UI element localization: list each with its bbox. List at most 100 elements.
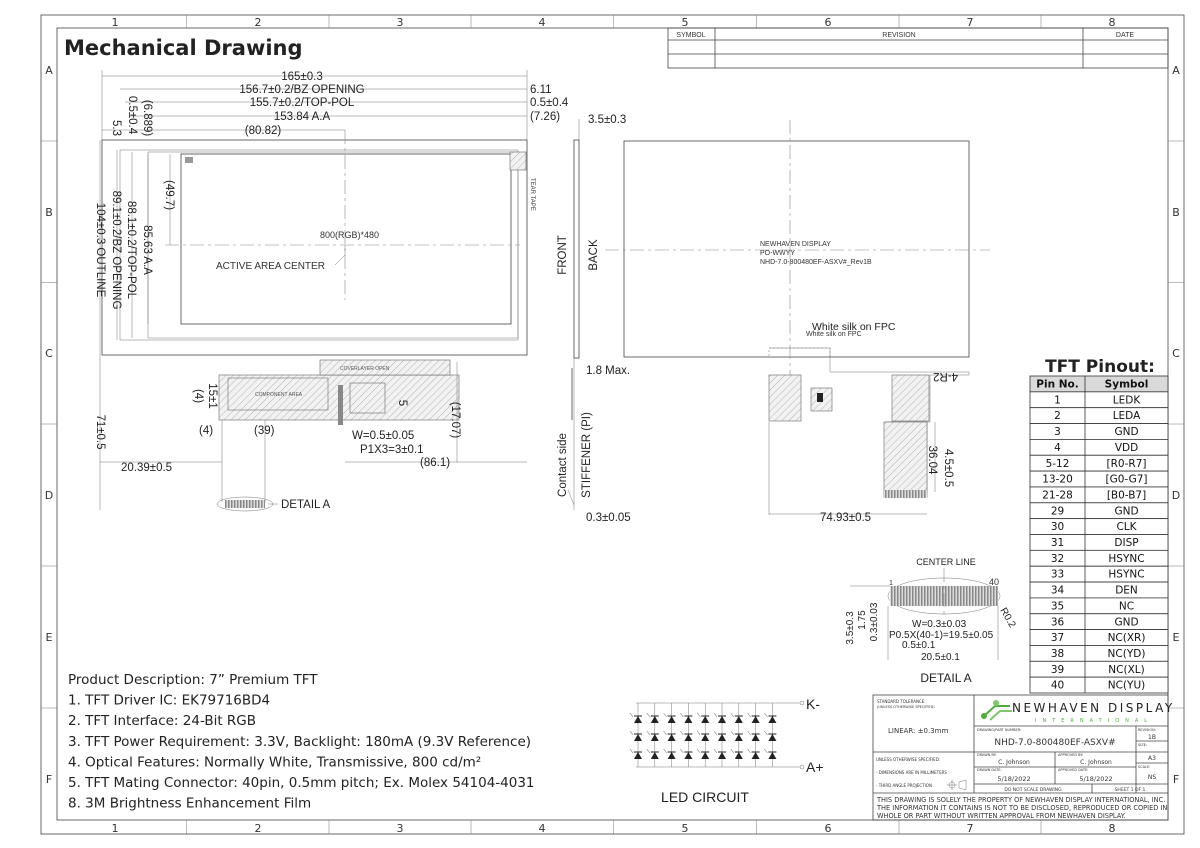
cathode-label: K- [806, 696, 820, 712]
pin-symbol: DEN [1115, 585, 1138, 597]
grid-column-label: 1 [112, 822, 119, 835]
approved-by: C. Johnson [1080, 759, 1112, 766]
third-angle-projection: - THIRD ANGLE PROJECTION [876, 783, 932, 788]
led-diode-icon [747, 748, 760, 759]
grid-row-label: A [45, 64, 53, 77]
revision-header-date: DATE [1116, 32, 1134, 39]
disclaimer-line-2: THE INFORMATION IT CONTAINS IS NOT TO BE… [876, 804, 1167, 812]
grid-column-label: 3 [397, 16, 404, 29]
grid-column-label: 3 [397, 822, 404, 835]
dim-outline-height: 104±0.3 OUTLINE [94, 203, 106, 298]
sheet-number: SHEET 1 OF 1 [1115, 787, 1146, 793]
pin-number: 4 [1054, 442, 1061, 454]
projection-symbol-icon [947, 779, 967, 791]
dim-pitch: P0.5X(40-1)=19.5±0.05 [889, 630, 994, 641]
revision-label: REVISION: [1138, 728, 1156, 732]
side-view: 3.5±0.3 FRONT BACK 1.8 Max. Contact side… [557, 114, 631, 524]
dim-offset: 0.5±0.1 [902, 640, 936, 651]
pin-symbol: NC(YD) [1108, 648, 1146, 660]
led-diode-icon [764, 712, 777, 723]
grid-column-label: 4 [539, 822, 546, 835]
pin-symbol: CLK [1116, 521, 1137, 533]
dim-right-6-11: 6.11 [530, 84, 552, 96]
pin-number: 21-28 [1042, 489, 1073, 501]
dim-top-pol-height: 88.1±0.2/TOP-POL [125, 201, 137, 300]
back-label-line-3: NHD-7.0-800480EF-ASXV#_Rev1B [760, 259, 872, 266]
cover-layer-open-label: COVERLAYER OPEN [340, 366, 390, 372]
dim-pin-width: W=0.3±0.03 [912, 619, 967, 630]
grid-column-label: 6 [825, 822, 832, 835]
grid-column-label: 8 [1109, 822, 1116, 835]
dim-1-75: 1.75 [857, 610, 868, 630]
led-diode-icon [730, 712, 743, 723]
description-line: Product Description: 7” Premium TFT [68, 672, 318, 688]
dim-3-5: 3.5±0.3 [845, 611, 856, 645]
pin-symbol: NC(XL) [1108, 664, 1144, 676]
logo-sub: INTERNATIONAL [1035, 718, 1153, 724]
front-label: FRONT [557, 235, 569, 275]
grid-column-label: 2 [255, 822, 262, 835]
revision-table: SYMBOL REVISION DATE [667, 27, 1169, 69]
pinout-row: 21-28[B0-B7] [1029, 486, 1169, 504]
revision-header-symbol: SYMBOL [676, 32, 705, 39]
dim-20-39: 20.39±0.5 [121, 462, 172, 474]
pin-number: 38 [1051, 648, 1064, 660]
pin-number: 40 [1051, 680, 1064, 692]
dim-86-1: (86.1) [420, 457, 450, 469]
revision-value: 1B [1148, 734, 1156, 741]
pinout-row: 38 NC(YD) [1029, 645, 1169, 662]
linear-tolerance: LINEAR: ±0.3mm [888, 727, 948, 735]
led-diode-icon [747, 730, 760, 741]
dim-39: (39) [254, 425, 275, 437]
pin-number: 5-12 [1046, 458, 1070, 470]
pin-number: 37 [1051, 632, 1064, 644]
led-diode-icon [730, 748, 743, 759]
pinout-title: TFT Pinout: [1045, 357, 1155, 377]
pin-symbol: GND [1114, 505, 1138, 517]
white-silk-small-label: White silk on FPC [806, 331, 862, 338]
dim-74-93: 74.93±0.5 [820, 512, 871, 524]
pin-symbol: [G0-G7] [1106, 474, 1148, 486]
grid-column-label: 7 [967, 16, 974, 29]
dim-stiffener-thickness: 0.3±0.05 [586, 512, 631, 524]
dim-left-5-3: 5.3 [110, 120, 122, 136]
dim-r0-2: R0.2 [997, 606, 1017, 630]
dims-in-mm: - DIMENSIONS ARE IN MILLIMETERS [876, 770, 947, 775]
dim-right-7-26: (7.26) [530, 111, 560, 123]
led-diode-icon [680, 712, 693, 723]
dim-36-04: 36.04 [926, 446, 938, 475]
dim-4-5: 4.5±0.5 [942, 449, 954, 487]
detail-a: CENTER LINE 1 40 R0.2 3.5±0.3 1.75 0.3±0… [845, 557, 1018, 685]
grid-column-label: 5 [682, 822, 689, 835]
contact-side-label: Contact side [557, 433, 569, 497]
dim-half-aa-height: (49.7) [163, 180, 175, 210]
logo-main: NEWHAVEN DISPLAY [1012, 701, 1175, 715]
dim-total: 20.5±0.1 [921, 652, 960, 663]
pin-symbol: NC(XR) [1108, 632, 1146, 644]
drawn-date: 5/18/2022 [997, 775, 1030, 783]
led-diode-icon [663, 730, 676, 741]
pin-number: 33 [1051, 569, 1064, 581]
led-diode-icon [646, 730, 659, 741]
grid-row-label: E [1173, 631, 1180, 644]
front-view: 165±0.3 156.7±0.2/BZ OPENING 155.7±0.2/T… [94, 70, 569, 512]
led-diode-icon [713, 730, 726, 741]
anode-label: A+ [806, 759, 824, 775]
led-diode-icon [663, 712, 676, 723]
back-label-line-1: NEWHAVEN DISPLAY [760, 241, 831, 248]
dim-top-pol-width: 155.7±0.2/TOP-POL [250, 97, 355, 109]
drawn-date-label: DRAWN DATE: [977, 768, 1002, 772]
led-diode-icon [663, 748, 676, 759]
part-number-label: DRAWING/PART NUMBER: [977, 728, 1021, 732]
grid-row-label: B [1172, 206, 1180, 219]
led-circuit-title: LED CIRCUIT [661, 789, 749, 805]
